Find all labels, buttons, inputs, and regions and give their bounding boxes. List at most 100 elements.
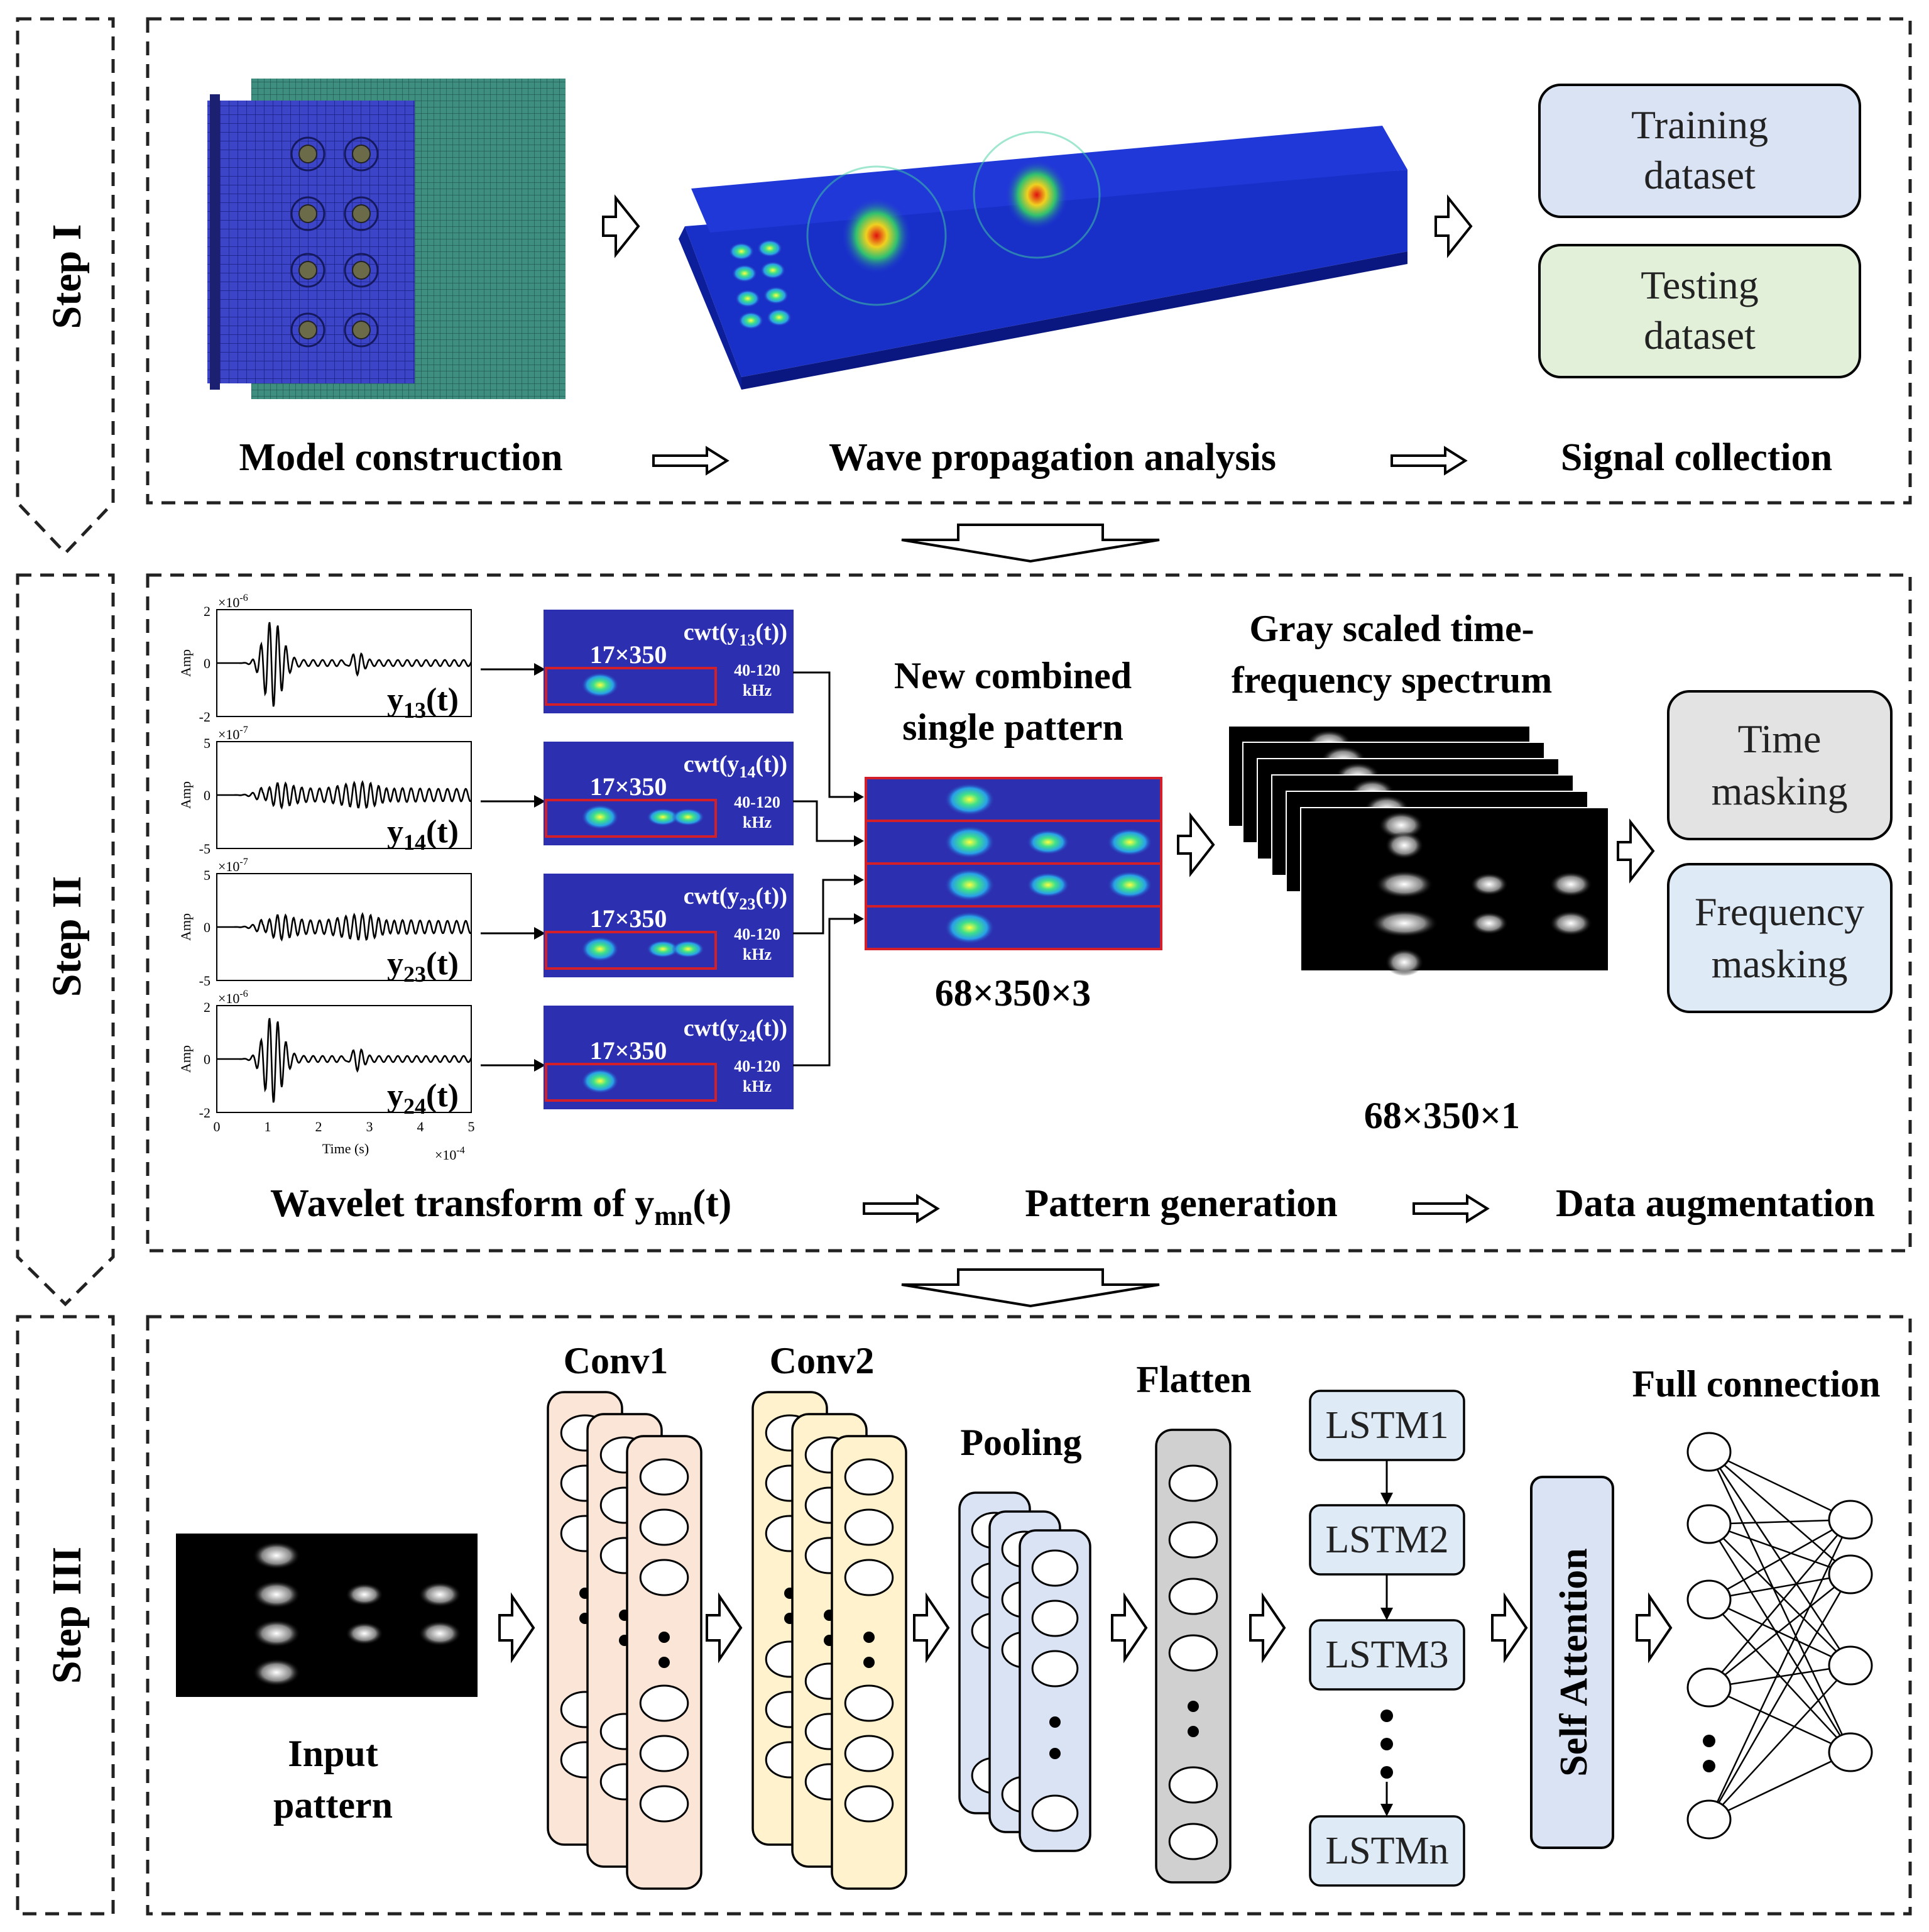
- time-tick: 2: [315, 1119, 322, 1134]
- fc-input-neuron: [1686, 1799, 1732, 1840]
- step1-label-frame: [16, 17, 115, 556]
- band-unit-label: kHz: [743, 681, 772, 700]
- band-label: 40-120: [734, 661, 780, 679]
- step1-bottom-arrow-2: [1391, 446, 1468, 476]
- band-highlight-box: [545, 931, 717, 970]
- gray-energy-blob: [1385, 948, 1424, 976]
- bolt-head: [298, 261, 317, 280]
- fc-output-neuron: [1828, 1732, 1873, 1772]
- fc-connection: [1708, 1451, 1852, 1753]
- y-tick-zero: 0: [204, 1051, 210, 1067]
- ellipsis-dot: [863, 1632, 875, 1643]
- amp-axis-label: Amp: [178, 913, 194, 941]
- band-label: 40-120: [734, 793, 780, 811]
- signal-plot: 20-2×10-6Ampy24(t)cwt(y24(t))17×35040-12…: [178, 989, 794, 1121]
- neuron: [1031, 1650, 1079, 1688]
- fc-input-neuron: [1686, 1504, 1732, 1544]
- input-energy-blob: [253, 1581, 300, 1608]
- neuron: [844, 1458, 894, 1496]
- fc-connection: [1708, 1451, 1851, 1575]
- fc-connection: [1708, 1598, 1851, 1667]
- lstm-label: LSTMn: [1325, 1830, 1448, 1872]
- y-tick-min: -2: [199, 709, 210, 725]
- cwt-to-combined-connectors: [793, 671, 858, 1067]
- neuron: [844, 1559, 894, 1596]
- time-masking-line2: masking: [1712, 769, 1848, 813]
- neuron: [1168, 1521, 1218, 1559]
- neuron: [1031, 1549, 1079, 1587]
- step3-label-frame: [16, 1315, 115, 1916]
- arrowhead: [1380, 1608, 1393, 1620]
- step2-label: Step II: [44, 876, 90, 997]
- band-highlight-box: [545, 1063, 717, 1102]
- time-axis-label: Time (s): [322, 1141, 369, 1156]
- time-tick: 0: [214, 1119, 221, 1134]
- ellipsis-dot: [1188, 1726, 1199, 1737]
- neuron: [1168, 1823, 1218, 1860]
- flatten-label: Flatten: [1136, 1359, 1251, 1400]
- model-construction-caption: Model construction: [239, 436, 563, 479]
- pattern-blob: [944, 783, 995, 816]
- cwt-energy-blob: [581, 936, 619, 962]
- band-unit-label: kHz: [743, 813, 772, 832]
- input-energy-blob: [346, 1622, 383, 1645]
- band-unit-label: kHz: [743, 1077, 772, 1095]
- combined-pattern-image: [865, 777, 1162, 950]
- signal-label: y14(t): [387, 814, 459, 855]
- time-tick: 4: [417, 1119, 424, 1134]
- neuron: [1031, 1794, 1079, 1832]
- bolt-hole: [290, 136, 325, 172]
- arrowhead: [1380, 1493, 1393, 1505]
- fc-connection: [1708, 1523, 1851, 1576]
- fc-connection: [1708, 1451, 1851, 1521]
- signal-plot: 20-2×10-6Ampy13(t)cwt(y13(t))17×35040-12…: [178, 593, 794, 725]
- beam-bolt-hotspot: [738, 312, 763, 329]
- lstm-label: LSTM3: [1325, 1633, 1448, 1676]
- beam-bolt-hotspot: [760, 261, 785, 279]
- bolt-head: [352, 145, 371, 163]
- waveform-line: [217, 912, 473, 942]
- cwt-energy-blob: [581, 1068, 619, 1094]
- ellipsis-dot: [1380, 1738, 1393, 1750]
- gray-energy-blob: [1549, 872, 1592, 897]
- ellipsis-dot: [1049, 1748, 1061, 1759]
- fc-connection: [1708, 1518, 1851, 1601]
- combined-size-label: 68×350×3: [935, 972, 1091, 1014]
- neuron: [639, 1508, 689, 1546]
- fc-output-neuron: [1828, 1645, 1873, 1686]
- testing-dataset-box: [1538, 244, 1861, 378]
- fc-connection: [1708, 1451, 1852, 1666]
- cwt-title: cwt(y13(t)): [684, 619, 787, 649]
- neuron: [639, 1684, 689, 1722]
- pattern-blob: [944, 826, 995, 859]
- time-masking-box: [1667, 690, 1893, 840]
- self-attention-label: Self Attention: [1553, 1548, 1595, 1776]
- lstm-label: LSTM1: [1325, 1404, 1448, 1447]
- input-pattern-frame: [176, 1534, 478, 1697]
- stage-arrow: [1636, 1592, 1673, 1664]
- lstm-cell: [1309, 1815, 1465, 1887]
- cwt-size-label: 17×350: [590, 640, 667, 669]
- input-energy-blob: [346, 1583, 383, 1606]
- step2-bottom-arrow-1: [863, 1194, 940, 1224]
- bolt-head: [352, 261, 371, 280]
- band-unit-label: kHz: [743, 945, 772, 963]
- input-pattern-line1: Input: [288, 1733, 378, 1774]
- cwt-energy-blob: [581, 672, 619, 698]
- fc-output-neuron: [1828, 1554, 1873, 1594]
- signal-label: y24(t): [387, 1078, 459, 1119]
- pooling-feature-map: [1019, 1529, 1091, 1852]
- conv2-feature-map: [831, 1435, 907, 1890]
- fc-connection: [1708, 1574, 1851, 1688]
- full-connection-network: [1686, 1432, 1873, 1840]
- step3-panel: [146, 1315, 1912, 1916]
- ellipsis-dot: [1380, 1766, 1393, 1779]
- y-tick-max: 5: [204, 735, 210, 751]
- y-tick-max: 2: [204, 999, 210, 1015]
- full-connection-label: Full connection: [1632, 1363, 1880, 1405]
- pattern-blob: [1027, 830, 1069, 855]
- fc-connection: [1708, 1574, 1852, 1820]
- combined-title-line2: single pattern: [902, 706, 1123, 748]
- fc-connection: [1708, 1573, 1851, 1601]
